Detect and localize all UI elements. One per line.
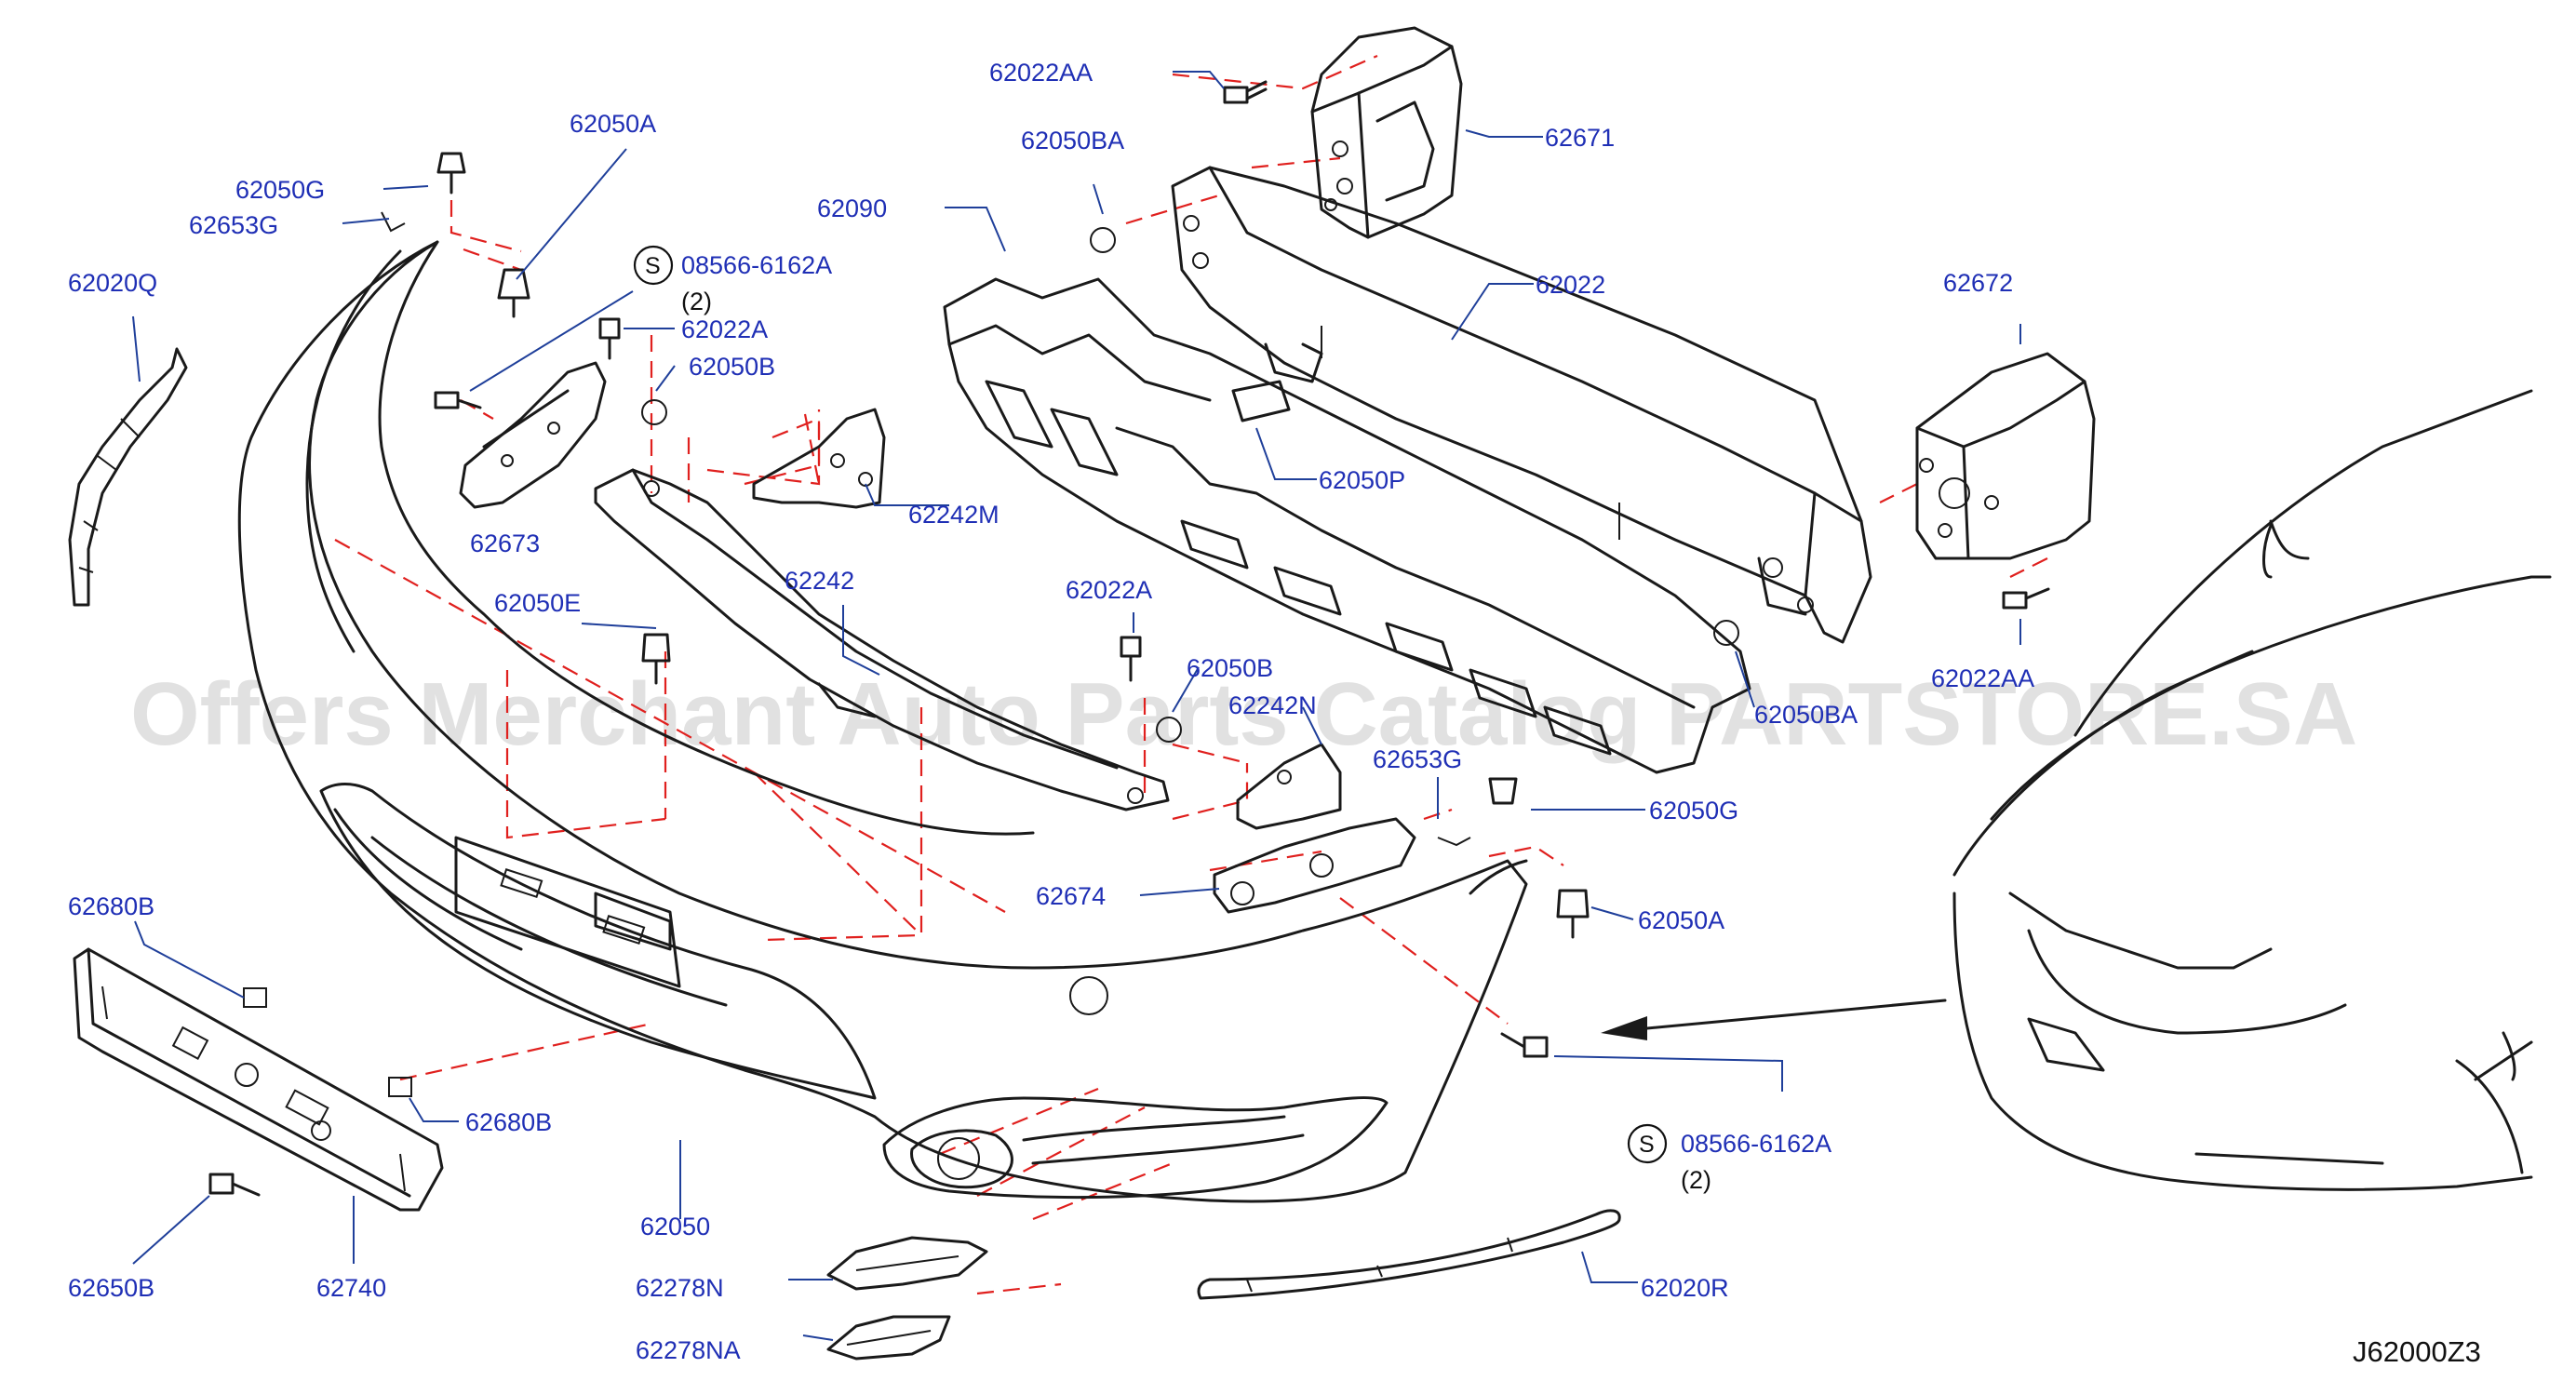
label-62022A-top[interactable]: 62022A bbox=[681, 315, 768, 343]
label-62680B-left[interactable]: 62680B bbox=[68, 892, 154, 920]
bolt-icon bbox=[1223, 80, 1268, 104]
fasteners bbox=[208, 80, 2050, 1197]
clip-62680B-icon bbox=[388, 1077, 412, 1097]
bumper-upper-bracket-62242[interactable] bbox=[594, 468, 1170, 811]
label-62022AA-right[interactable]: 62022AA bbox=[1931, 664, 2034, 692]
label-62050B-top[interactable]: 62050B bbox=[689, 353, 775, 381]
vehicle-outline-illustration bbox=[1952, 389, 2552, 1191]
assembly-guide-lines bbox=[334, 54, 2048, 1295]
bolt-icon bbox=[2002, 587, 2050, 610]
nut-icon bbox=[1090, 227, 1116, 253]
bracket-62672[interactable] bbox=[1915, 352, 2096, 560]
s-symbol-icon bbox=[1627, 1123, 1668, 1164]
label-62671[interactable]: 62671 bbox=[1545, 124, 1615, 152]
label-62050B-mid[interactable]: 62050B bbox=[1187, 654, 1273, 682]
clip-icon bbox=[1231, 380, 1291, 422]
diagram-code: J62000Z3 bbox=[2353, 1335, 2481, 1368]
label-62050BA-right[interactable]: 62050BA bbox=[1754, 701, 1858, 729]
label-62022[interactable]: 62022 bbox=[1536, 271, 1605, 299]
label-62673[interactable]: 62673 bbox=[470, 530, 540, 557]
label-62278N[interactable]: 62278N bbox=[636, 1274, 724, 1302]
label-62050A-right[interactable]: 62050A bbox=[1638, 906, 1724, 934]
nut-icon bbox=[1156, 717, 1182, 743]
clip-icon bbox=[497, 268, 530, 318]
s-symbol-letter: S bbox=[645, 253, 661, 279]
label-62050E[interactable]: 62050E bbox=[494, 589, 581, 617]
license-plate-bracket-62740[interactable] bbox=[73, 947, 444, 1212]
seal-62653G-icon bbox=[381, 211, 406, 233]
quantity-bottom: (2) bbox=[1681, 1166, 1711, 1194]
molding-62020Q[interactable] bbox=[68, 347, 188, 607]
clip-icon bbox=[436, 152, 466, 194]
label-62020R[interactable]: 62020R bbox=[1641, 1274, 1729, 1302]
seal-62653G-icon bbox=[1437, 837, 1471, 847]
bracket-62674[interactable] bbox=[1213, 817, 1416, 914]
direction-arrow-icon bbox=[1601, 999, 1947, 1040]
quantity-top: (2) bbox=[681, 288, 712, 315]
part-labels: 62022AA 62671 62050BA 62090 62050A 62050… bbox=[68, 59, 2481, 1368]
label-62653G-top[interactable]: 62653G bbox=[189, 211, 278, 239]
label-08566-6162A-bottom[interactable]: 08566-6162A bbox=[1681, 1130, 1831, 1158]
s-symbol-letter: S bbox=[1639, 1132, 1655, 1158]
molding-62020R[interactable] bbox=[1197, 1209, 1621, 1300]
label-62680B-mid[interactable]: 62680B bbox=[465, 1108, 552, 1136]
label-62022AA-top[interactable]: 62022AA bbox=[989, 59, 1093, 87]
label-62242[interactable]: 62242 bbox=[785, 567, 854, 595]
label-08566-6162A-top[interactable]: 08566-6162A bbox=[681, 251, 832, 279]
clip-icon bbox=[1556, 889, 1590, 939]
bolt-icon bbox=[598, 317, 621, 360]
label-62050P[interactable]: 62050P bbox=[1319, 466, 1405, 494]
label-62242M[interactable]: 62242M bbox=[908, 501, 1000, 529]
bracket-62242N[interactable] bbox=[1236, 743, 1342, 830]
bolt-icon bbox=[434, 391, 482, 409]
nut-icon bbox=[1713, 620, 1739, 646]
bolt-icon bbox=[208, 1173, 261, 1197]
bolt-icon bbox=[1500, 1032, 1549, 1058]
bracket-62671[interactable] bbox=[1310, 26, 1463, 239]
label-62050G-top[interactable]: 62050G bbox=[235, 176, 325, 204]
label-62020Q[interactable]: 62020Q bbox=[68, 269, 157, 297]
label-62674[interactable]: 62674 bbox=[1036, 882, 1106, 910]
label-62653G-right[interactable]: 62653G bbox=[1373, 745, 1462, 773]
s-symbol-icon bbox=[633, 245, 674, 286]
clip-icon bbox=[641, 633, 671, 685]
fog-lamp-finisher-62278N[interactable] bbox=[826, 1236, 988, 1291]
label-62050[interactable]: 62050 bbox=[640, 1213, 710, 1240]
label-62278NA[interactable]: 62278NA bbox=[636, 1336, 741, 1364]
label-62050G-right[interactable]: 62050G bbox=[1649, 797, 1738, 825]
fog-lamp-finisher-62278NA[interactable] bbox=[826, 1315, 951, 1361]
label-62242N[interactable]: 62242N bbox=[1228, 691, 1317, 719]
bumper-reinforcement-62022[interactable] bbox=[1171, 166, 1872, 644]
label-62050BA[interactable]: 62050BA bbox=[1021, 127, 1124, 154]
label-62090[interactable]: 62090 bbox=[817, 194, 887, 222]
bumper-absorber-62090[interactable] bbox=[943, 277, 1751, 774]
label-62650B[interactable]: 62650B bbox=[68, 1274, 154, 1302]
front-bumper-fascia[interactable] bbox=[237, 240, 1528, 1203]
leader-lines bbox=[132, 71, 2021, 1341]
nut-icon bbox=[641, 399, 667, 425]
bracket-62673[interactable] bbox=[459, 361, 607, 509]
bolt-icon bbox=[1120, 636, 1142, 682]
label-62672[interactable]: 62672 bbox=[1943, 269, 2013, 297]
label-62022A-mid[interactable]: 62022A bbox=[1066, 576, 1152, 604]
clip-62680B-icon bbox=[243, 987, 267, 1008]
label-62740[interactable]: 62740 bbox=[316, 1274, 386, 1302]
watermark-text: Offers Merchant Auto Parts Catalog PARTS… bbox=[130, 664, 2357, 764]
clip-icon bbox=[1488, 777, 1518, 805]
label-62050A-top[interactable]: 62050A bbox=[570, 110, 656, 138]
